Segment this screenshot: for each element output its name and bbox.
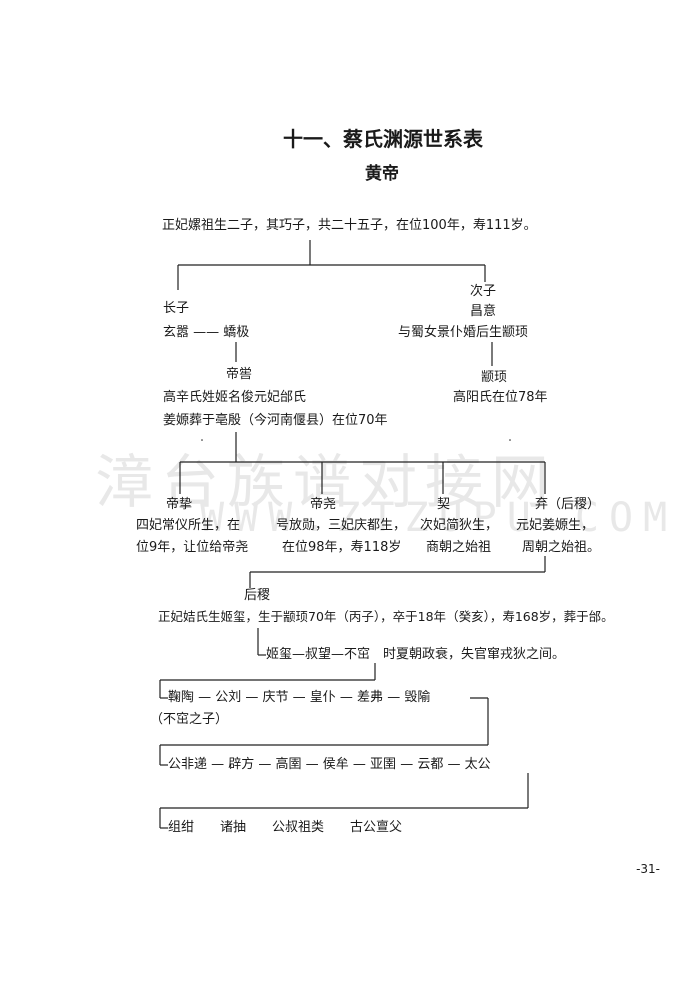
qi-name: 契: [437, 497, 451, 512]
watermark-url: WWW.ZTZUPU.COM: [200, 495, 678, 541]
zhuanxu-name: 颛顼: [481, 370, 508, 385]
qi-note-1: 次妃简狄生，: [420, 518, 499, 533]
dizhi-name: 帝挚: [166, 497, 193, 512]
diku-note-1: 高辛氏姓姬名俊元妃邰氏: [163, 390, 307, 405]
dizhi-note-2: 位9年，让位给帝尧: [136, 540, 249, 555]
lineage-line-1: 姬玺—叔望—不窋 时夏朝政衰，失官窜戎狄之间。: [266, 647, 566, 662]
houji-qi-note-1: 元妃姜嫄生，: [516, 518, 595, 533]
diyao-note-1: 号放勋，三妃庆都生，: [276, 518, 407, 533]
changyi-note: 与蜀女景仆婚后生颛顼: [398, 325, 529, 340]
diku-name: 帝喾: [226, 367, 253, 382]
diyao-note-2: 在位98年，寿118岁: [282, 540, 402, 555]
houji-qi-name: 弃（后稷）: [535, 497, 601, 512]
zhuanxu-note: 高阳氏在位78年: [453, 390, 548, 405]
houji-note: 正妃姞氏生姬玺，生于颛顼70年（丙子），卒于18年（癸亥），寿168岁，葬于邰。: [158, 609, 614, 624]
page-number: -31-: [636, 862, 660, 876]
houji-qi-note-2: 周朝之始祖。: [522, 540, 601, 555]
houji-name: 后稷: [244, 588, 271, 603]
lineage-line-2: 鞠陶 — 公刘 — 庆节 — 皇仆 — 差弗 — 毁隃: [168, 690, 431, 705]
xuanxiao-rank: 长子: [163, 301, 190, 316]
huangdi-note: 正妃嫘祖生二子，其巧子，共二十五子，在位100年，寿111岁。: [162, 218, 537, 233]
qi-note-2: 商朝之始祖: [426, 540, 492, 555]
page-title: 十一、蔡氏渊源世系表: [283, 127, 483, 151]
lineage-line-2-note: （不窋之子）: [150, 712, 229, 727]
lineage-line-4: 组绀 诸抽 公叔祖类 古公亶父: [168, 820, 403, 835]
changyi-name: 昌意: [470, 304, 497, 319]
diku-note-2: 姜嫄葬于亳殷（今河南偃县）在位70年: [163, 413, 388, 428]
diyao-name: 帝尧: [310, 497, 337, 512]
page-subtitle: 黄帝: [365, 164, 399, 184]
dizhi-note-1: 四妃常仪所生，在: [136, 518, 241, 533]
changyi-rank: 次子: [470, 284, 497, 299]
xuanxiao-line: 玄嚣 —— 蟜极: [163, 325, 250, 340]
lineage-line-3: 公非递 — 辟方 — 高圉 — 侯牟 — 亚圉 — 云都 — 太公: [168, 757, 491, 772]
